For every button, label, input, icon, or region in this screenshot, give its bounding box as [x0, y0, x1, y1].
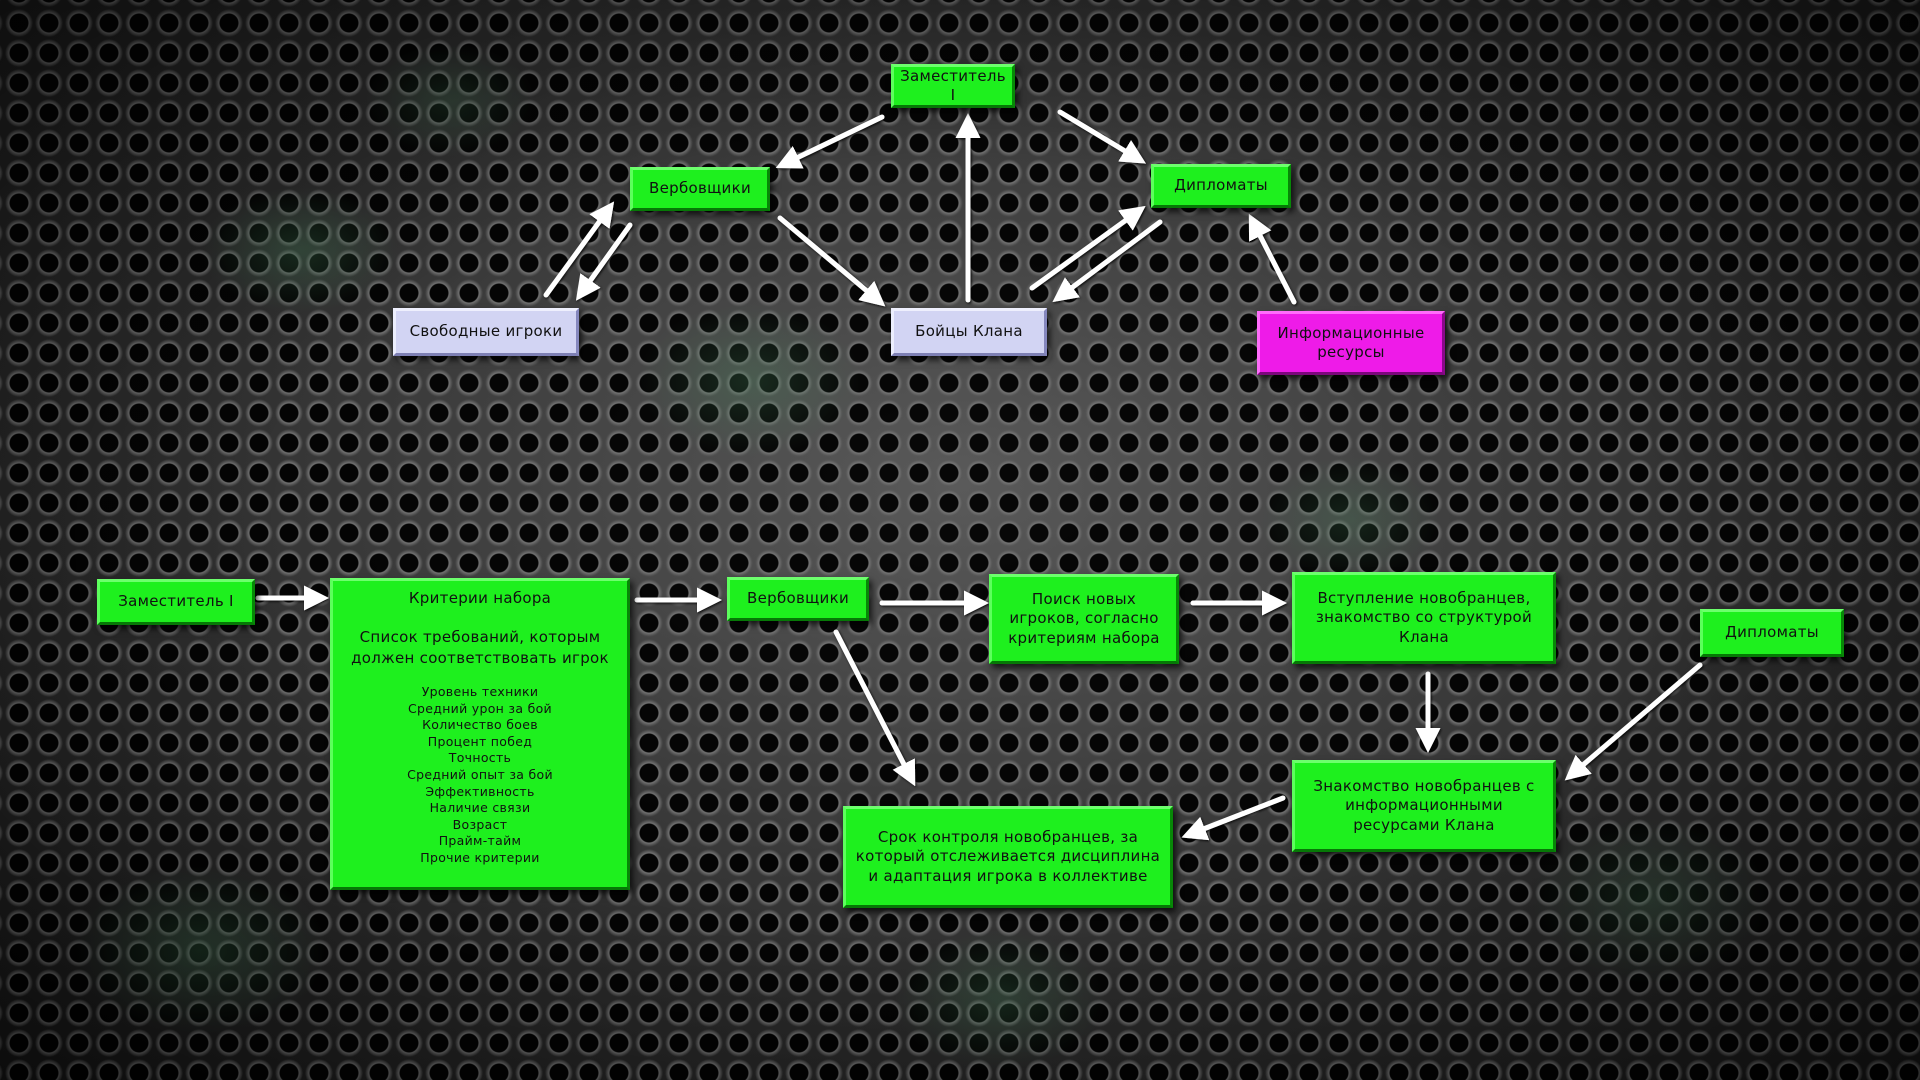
- bottom-diplomats-label: Дипломаты: [1725, 623, 1819, 642]
- info-resources-box[interactable]: Информационные ресурсы: [1257, 311, 1445, 375]
- arrow-free-to-recruiters: [543, 201, 615, 298]
- top-deputy-label: Заместитель I: [900, 66, 1006, 105]
- bottom-diplomats-box[interactable]: Дипломаты: [1700, 609, 1844, 657]
- joining-label: Вступление новобранцев, знакомство со ст…: [1315, 588, 1533, 646]
- arrow-fighters-to-diplomats: [1029, 205, 1146, 291]
- acquaintance-box[interactable]: Знакомство новобранцев с информационными…: [1292, 760, 1556, 852]
- criteria-item: Возраст: [452, 816, 508, 832]
- bottom-recruiters-label: Вербовщики: [747, 589, 849, 608]
- top-recruiters-label: Вербовщики: [649, 179, 751, 198]
- criteria-box[interactable]: Критерии набора Список требований, котор…: [330, 578, 630, 890]
- criteria-item: Точность: [448, 750, 512, 766]
- control-box[interactable]: Срок контроля новобранцев, за который от…: [843, 806, 1173, 908]
- criteria-item: Прайм-тайм: [438, 833, 522, 849]
- arrow-recruiters2-to-control: [833, 629, 916, 787]
- arrow-diplomats-to-fighters: [1052, 219, 1163, 303]
- acquaintance-label: Знакомство новобранцев с информационными…: [1313, 776, 1535, 834]
- top-diplomats-box[interactable]: Дипломаты: [1151, 164, 1291, 208]
- criteria-item: Средний опыт за бой: [407, 766, 553, 782]
- joining-box[interactable]: Вступление новобранцев, знакомство со ст…: [1292, 572, 1556, 664]
- arrow-recruiters-to-fighters: [777, 215, 886, 307]
- arrow-acquaintance-to-control: [1181, 795, 1286, 841]
- bottom-recruiters-box[interactable]: Вербовщики: [727, 577, 869, 621]
- criteria-list: Уровень техники Средний урон за бой Коли…: [407, 684, 553, 867]
- bottom-deputy-label: Заместитель I: [118, 592, 234, 611]
- clan-fighters-label: Бойцы Клана: [915, 322, 1023, 341]
- arrow-diplomats2-to-acquaintance: [1564, 662, 1703, 781]
- criteria-title: Критерии набора: [408, 589, 552, 607]
- criteria-item: Наличие связи: [429, 800, 531, 816]
- criteria-item: Процент побед: [427, 733, 533, 749]
- criteria-item: Прочие критерии: [420, 849, 540, 865]
- top-diplomats-label: Дипломаты: [1174, 176, 1268, 195]
- criteria-item: Эффективность: [425, 783, 535, 799]
- clan-fighters-box[interactable]: Бойцы Клана: [891, 308, 1047, 356]
- free-players-box[interactable]: Свободные игроки: [393, 308, 579, 356]
- top-deputy-box[interactable]: Заместитель I: [891, 64, 1015, 108]
- criteria-item: Уровень техники: [421, 684, 539, 699]
- arrow-deputy-to-diplomats: [1057, 109, 1147, 164]
- control-label: Срок контроля новобранцев, за который от…: [855, 827, 1161, 885]
- search-label: Поиск новых игроков, согласно критериям …: [1008, 589, 1160, 647]
- top-recruiters-box[interactable]: Вербовщики: [630, 167, 770, 211]
- arrow-recruiters-to-free: [575, 222, 633, 301]
- criteria-item: Количество боев: [422, 717, 538, 733]
- criteria-subtitle: Список требований, которым должен соотве…: [351, 627, 609, 668]
- arrow-info-to-diplomats: [1248, 213, 1297, 305]
- search-box[interactable]: Поиск новых игроков, согласно критериям …: [989, 574, 1179, 664]
- info-resources-label: Информационные ресурсы: [1277, 323, 1425, 362]
- bottom-deputy-box[interactable]: Заместитель I: [97, 579, 255, 625]
- free-players-label: Свободные игроки: [409, 322, 563, 341]
- criteria-item: Средний урон за бой: [408, 700, 552, 716]
- arrow-deputy-to-recruiters: [775, 114, 885, 169]
